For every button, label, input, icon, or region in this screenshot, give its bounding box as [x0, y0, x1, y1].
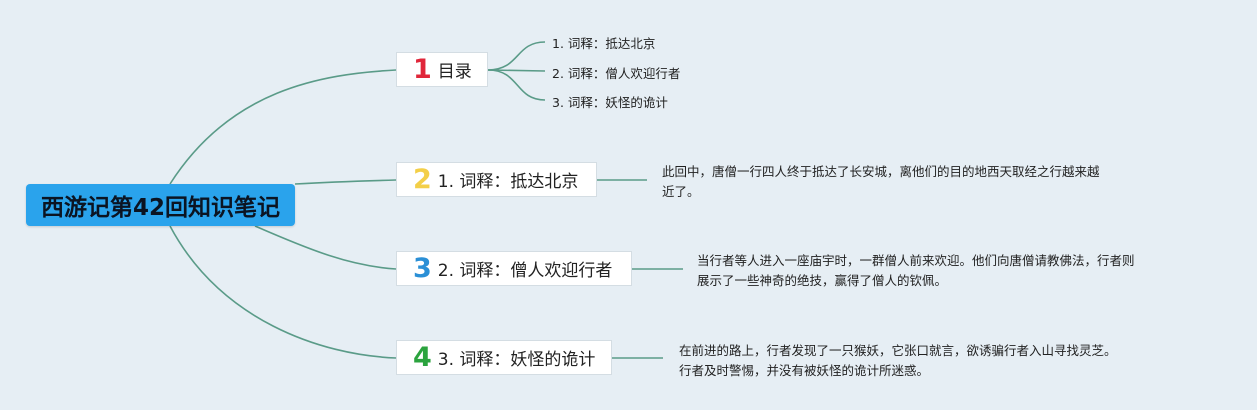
description-line: 行者及时警惕，并没有被妖怪的诡计所迷惑。: [679, 363, 930, 378]
connector-root-branch-1: [169, 69, 397, 185]
connector-toc-2: [487, 69, 546, 72]
description-2: 此回中，唐僧一行四人终于抵达了长安城，离他们的目的地西天取经之行越来越 近了。: [662, 162, 1100, 202]
number-4-icon: 4: [413, 342, 432, 373]
branch-label: 目录: [437, 62, 472, 82]
description-line: 此回中，唐僧一行四人终于抵达了长安城，离他们的目的地西天取经之行越来越: [662, 164, 1100, 179]
branch-node-demon-trick[interactable]: 4 3. 词释：妖怪的诡计: [396, 340, 612, 375]
root-title: 西游记第42回知识笔记: [40, 195, 280, 221]
toc-item-1[interactable]: 1. 词释：抵达北京: [552, 36, 656, 51]
description-line: 近了。: [662, 184, 700, 199]
number-1-icon: 1: [413, 54, 432, 85]
branch-label: 2. 词释：僧人欢迎行者: [437, 261, 613, 281]
connector-root-branch-3: [254, 225, 397, 270]
toc-item-2[interactable]: 2. 词释：僧人欢迎行者: [552, 66, 681, 81]
branch-label: 1. 词释：抵达北京: [437, 172, 579, 192]
branch-node-monks-welcome[interactable]: 3 2. 词释：僧人欢迎行者: [396, 251, 632, 286]
description-4: 在前进的路上，行者发现了一只猴妖，它张口就言，欲诱骗行者入山寻找灵芝。 行者及时…: [679, 341, 1117, 381]
branch-node-toc[interactable]: 1 目录: [396, 52, 488, 87]
description-line: 展示了一些神奇的绝技，赢得了僧人的钦佩。: [697, 273, 948, 288]
branch-label: 3. 词释：妖怪的诡计: [437, 350, 596, 370]
connector-toc-3: [487, 69, 546, 101]
description-3: 当行者等人进入一座庙宇时，一群僧人前来欢迎。他们向唐僧请教佛法，行者则 展示了一…: [697, 251, 1135, 291]
connector-toc-1: [487, 41, 546, 71]
number-2-icon: 2: [413, 164, 432, 195]
branch-node-arrive-beijing[interactable]: 2 1. 词释：抵达北京: [396, 162, 597, 197]
description-line: 当行者等人进入一座庙宇时，一群僧人前来欢迎。他们向唐僧请教佛法，行者则: [697, 253, 1135, 268]
number-3-icon: 3: [413, 253, 432, 284]
toc-item-3[interactable]: 3. 词释：妖怪的诡计: [552, 95, 668, 110]
connector-root-branch-4: [169, 225, 397, 359]
root-topic[interactable]: 西游记第42回知识笔记: [26, 184, 295, 226]
connector-root-branch-2: [294, 179, 397, 185]
description-line: 在前进的路上，行者发现了一只猴妖，它张口就言，欲诱骗行者入山寻找灵芝。: [679, 343, 1117, 358]
